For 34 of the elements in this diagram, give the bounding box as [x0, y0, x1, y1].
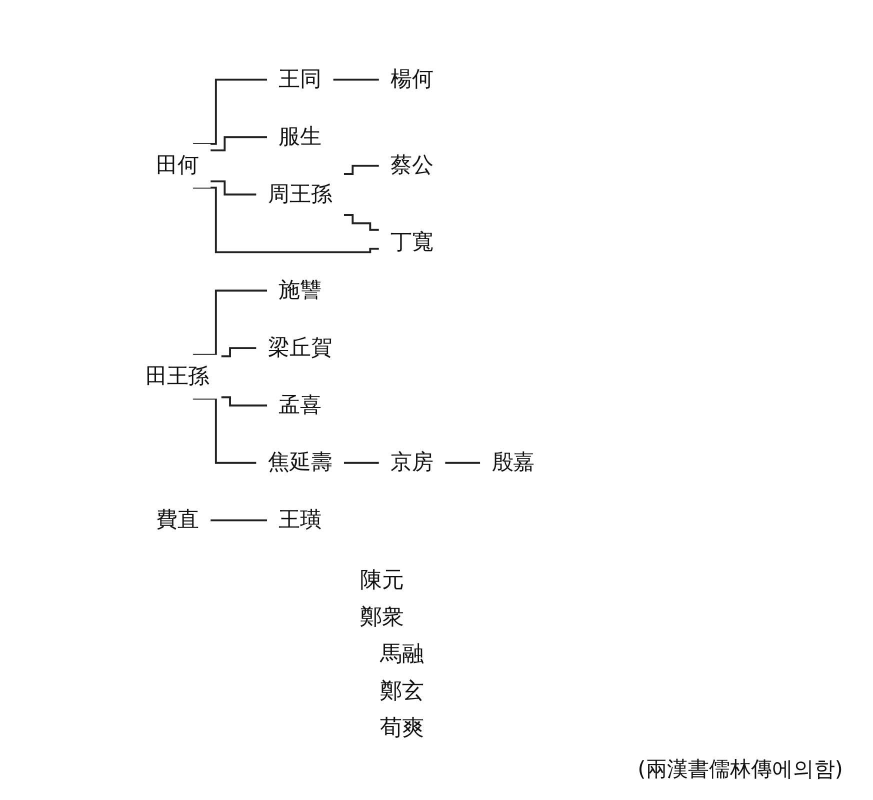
node-text: 焦延壽 [268, 450, 332, 476]
node-text: 京房 [390, 450, 434, 476]
connector [193, 186, 379, 254]
connector [344, 462, 379, 464]
node-text: 費直 [156, 508, 199, 532]
node-text: 王璜 [278, 508, 322, 532]
node-text: 周王孫 [268, 182, 332, 207]
node-text: 孟喜 [278, 393, 322, 418]
connector [210, 136, 267, 152]
connector [210, 519, 267, 522]
node-text: 服生 [278, 124, 322, 150]
name-label: 荀爽 [380, 715, 424, 743]
connector [344, 214, 379, 231]
connector [221, 396, 267, 406]
connector [445, 462, 480, 464]
node-text: 梁丘賀 [268, 336, 332, 360]
source-note: (兩漢書儒林傳에의함) [638, 756, 843, 783]
node-text: 王同 [278, 68, 322, 92]
node-text: 楊何 [390, 68, 434, 92]
name-label: 陳元 [360, 567, 404, 595]
node-text: 丁寬 [390, 230, 434, 255]
connector [333, 78, 379, 81]
connector [221, 347, 256, 358]
name-label: 鄭衆 [360, 604, 404, 632]
connector [344, 164, 379, 175]
connector [210, 180, 256, 196]
connector [193, 398, 256, 464]
node-text: 蔡公 [390, 154, 434, 178]
connector [193, 290, 267, 356]
connector [193, 78, 267, 145]
node-text: 施讐 [278, 278, 322, 303]
name-label: 馬融 [380, 641, 424, 669]
node-text: 殷嘉 [492, 450, 535, 476]
name-label: 鄭玄 [380, 678, 424, 706]
